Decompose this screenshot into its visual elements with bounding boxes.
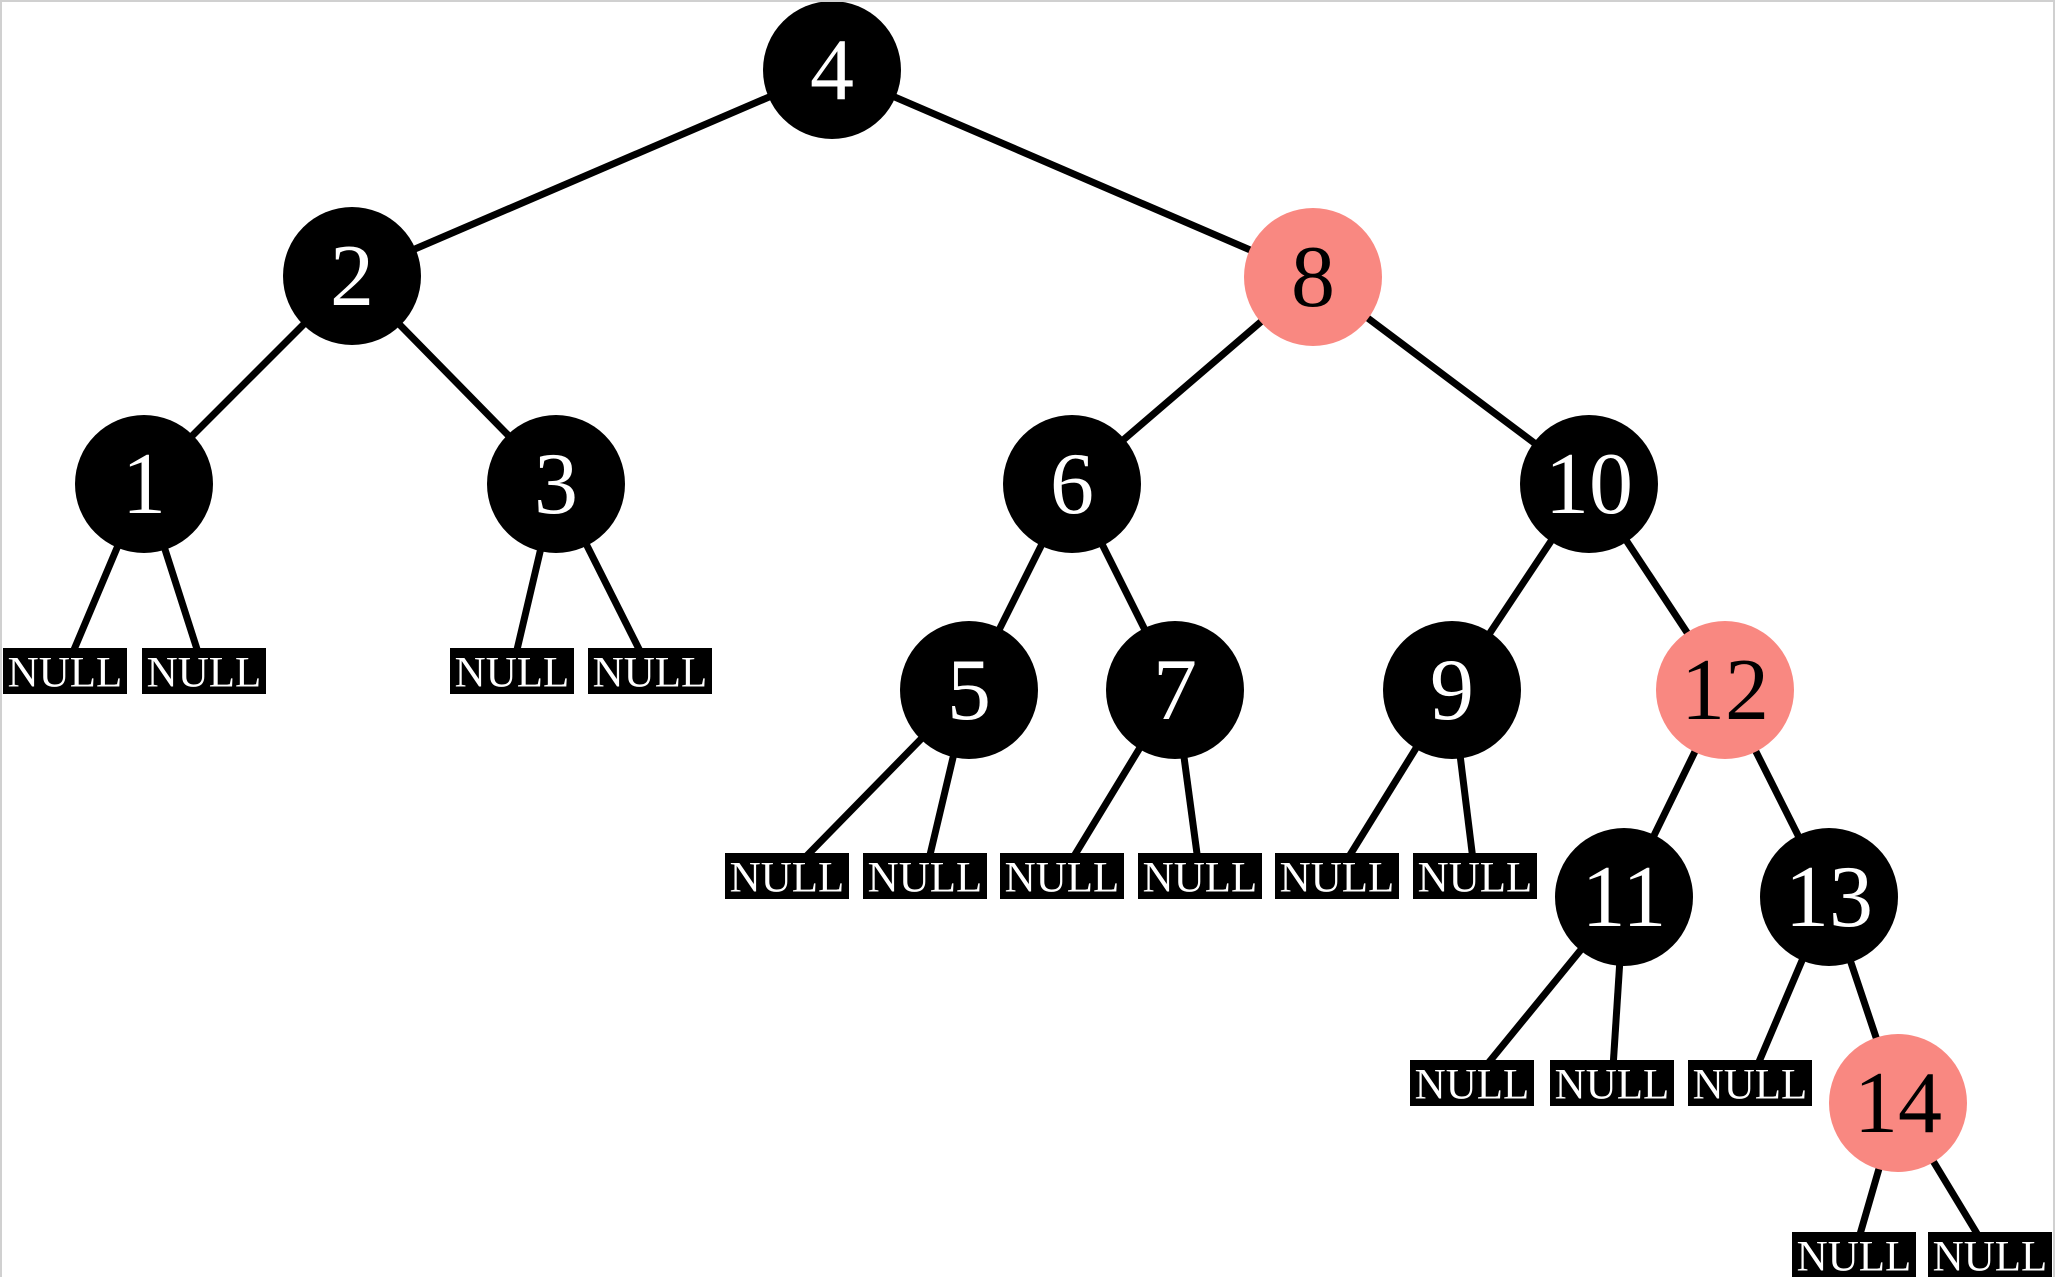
tree-node-12: 12 (1656, 621, 1794, 759)
null-leaf-label: NULL (1415, 1061, 1530, 1108)
null-leaf-label: NULL (593, 649, 708, 696)
null-leaf-box (1275, 853, 1399, 899)
tree-node-4: 4 (763, 1, 901, 139)
null-leaf-label: NULL (1555, 1061, 1670, 1108)
red-node-circle (1829, 1034, 1967, 1172)
null-leaf-null-7L: NULL (1000, 853, 1124, 901)
null-leaf-label: NULL (730, 854, 845, 901)
black-node-circle (487, 415, 625, 553)
null-leaf-box (725, 853, 849, 899)
node-value-label: 2 (330, 228, 374, 325)
null-leaf-null-1L: NULL (3, 648, 127, 696)
null-leaf-box (1792, 1232, 1916, 1277)
null-leaf-label: NULL (147, 649, 262, 696)
red-node-circle (1244, 208, 1382, 346)
node-value-label: 14 (1854, 1055, 1942, 1152)
tree-node-14: 14 (1829, 1034, 1967, 1172)
null-leaf-label: NULL (1797, 1233, 1912, 1277)
null-leaf-null-5R: NULL (863, 853, 987, 901)
black-node-circle (763, 1, 901, 139)
black-node-circle (75, 415, 213, 553)
node-value-label: 6 (1050, 436, 1094, 533)
node-value-label: 1 (122, 436, 166, 533)
null-leaf-box (1410, 1060, 1534, 1106)
null-leaf-box (1138, 853, 1262, 899)
node-value-label: 11 (1582, 849, 1667, 946)
null-leaf-null-3R: NULL (588, 648, 712, 696)
tree-node-8: 8 (1244, 208, 1382, 346)
node-value-label: 3 (534, 436, 578, 533)
null-leaf-null-5L: NULL (725, 853, 849, 901)
null-leaf-null-9L: NULL (1275, 853, 1399, 901)
null-leaf-box (3, 648, 127, 694)
null-leaf-box (1413, 853, 1537, 899)
node-value-label: 8 (1291, 229, 1335, 326)
null-leaf-null-11L: NULL (1410, 1060, 1534, 1108)
null-leaf-null-1R: NULL (142, 648, 266, 696)
null-leaf-box (450, 648, 574, 694)
null-leaf-label: NULL (1005, 854, 1120, 901)
null-leaf-label: NULL (8, 649, 123, 696)
null-leaf-box (1688, 1060, 1812, 1106)
black-node-circle (1760, 828, 1898, 966)
black-node-circle (1106, 621, 1244, 759)
null-leaf-box (863, 853, 987, 899)
null-leaf-box (588, 648, 712, 694)
null-leaf-label: NULL (455, 649, 570, 696)
null-leaf-null-7R: NULL (1138, 853, 1262, 901)
black-node-circle (1520, 415, 1658, 553)
node-value-label: 12 (1681, 642, 1769, 739)
null-leaf-label: NULL (1693, 1061, 1808, 1108)
null-leaf-label: NULL (1933, 1233, 2048, 1277)
null-leaf-label: NULL (1418, 854, 1533, 901)
null-leaf-box (1550, 1060, 1674, 1106)
null-leaf-null-14R: NULL (1928, 1232, 2052, 1277)
node-value-label: 4 (810, 22, 854, 119)
null-leaf-label: NULL (1280, 854, 1395, 901)
tree-node-5: 5 (900, 621, 1038, 759)
null-leaf-null-11R: NULL (1550, 1060, 1674, 1108)
red-node-circle (1656, 621, 1794, 759)
black-node-circle (900, 621, 1038, 759)
tree-node-1: 1 (75, 415, 213, 553)
tree-node-3: 3 (487, 415, 625, 553)
black-node-circle (283, 207, 421, 345)
black-node-circle (1555, 828, 1693, 966)
tree-node-11: 11 (1555, 828, 1693, 966)
tree-node-10: 10 (1520, 415, 1658, 553)
node-value-label: 13 (1785, 849, 1873, 946)
black-node-circle (1003, 415, 1141, 553)
node-value-label: 9 (1430, 642, 1474, 739)
null-leaf-box (1928, 1232, 2052, 1277)
null-leaf-box (142, 648, 266, 694)
black-node-circle (1383, 621, 1521, 759)
null-leaf-box (1000, 853, 1124, 899)
node-value-label: 7 (1153, 642, 1197, 739)
null-leaf-null-9R: NULL (1413, 853, 1537, 901)
tree-edge-4-8 (830, 66, 1315, 281)
null-leaf-label: NULL (868, 854, 983, 901)
null-leaf-null-3L: NULL (450, 648, 574, 696)
tree-node-13: 13 (1760, 828, 1898, 966)
null-leaf-label: NULL (1143, 854, 1258, 901)
tree-edge-4-2 (350, 66, 834, 280)
node-value-label: 5 (947, 642, 991, 739)
null-leaf-null-14L: NULL (1792, 1232, 1916, 1277)
tree-node-2: 2 (283, 207, 421, 345)
null-leaf-null-13L: NULL (1688, 1060, 1812, 1108)
tree-node-6: 6 (1003, 415, 1141, 553)
tree-node-9: 9 (1383, 621, 1521, 759)
node-value-label: 10 (1545, 436, 1633, 533)
tree-node-7: 7 (1106, 621, 1244, 759)
